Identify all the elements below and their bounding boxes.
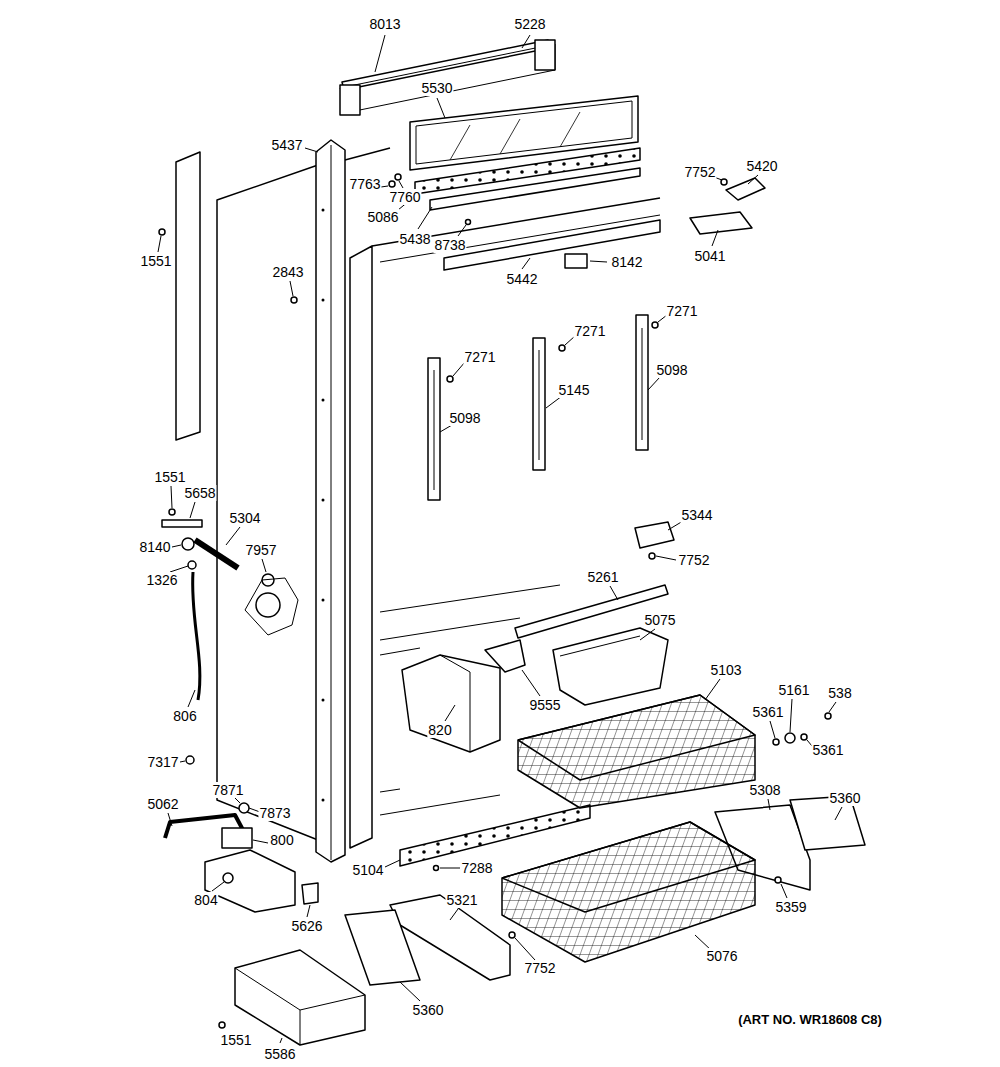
callout-number: 7760 xyxy=(388,189,421,205)
callout-number: 804 xyxy=(193,892,218,908)
callout-number: 1551 xyxy=(153,469,186,485)
callout-number: 7271 xyxy=(463,349,496,365)
callout-number: 8142 xyxy=(610,254,643,270)
callout-number: 7752 xyxy=(523,960,556,976)
callout-number: 9555 xyxy=(528,697,561,713)
callout-number: 5442 xyxy=(505,271,538,287)
callout-number: 5658 xyxy=(183,485,216,501)
leader-lines xyxy=(158,35,842,1043)
callout-number: 7957 xyxy=(244,542,277,558)
callout-number: 7288 xyxy=(460,860,493,876)
callout-number: 5586 xyxy=(263,1046,296,1062)
callout-number: 5437 xyxy=(270,137,303,153)
callout-number: 2843 xyxy=(271,264,304,280)
callout-number: 5103 xyxy=(709,662,742,678)
callout-number: 5062 xyxy=(146,796,179,812)
callout-number: 5104 xyxy=(351,862,384,878)
callout-number: 5086 xyxy=(366,209,399,225)
callout-number: 5098 xyxy=(655,362,688,378)
callout-number: 5145 xyxy=(557,382,590,398)
callout-number: 5075 xyxy=(643,612,676,628)
callout-number: 8738 xyxy=(433,237,466,253)
callout-number: 7752 xyxy=(683,164,716,180)
callout-number: 538 xyxy=(827,685,852,701)
callout-number: 5361 xyxy=(811,742,844,758)
callout-number: 7763 xyxy=(348,176,381,192)
callout-number: 7317 xyxy=(146,754,179,770)
callout-number: 5344 xyxy=(680,507,713,523)
callout-number: 5321 xyxy=(445,892,478,908)
callout-number: 5076 xyxy=(705,948,738,964)
callout-number: 7752 xyxy=(677,552,710,568)
callout-number: 5041 xyxy=(693,248,726,264)
callout-number: 5359 xyxy=(774,899,807,915)
callout-number: 5261 xyxy=(586,569,619,585)
callout-number: 7871 xyxy=(211,782,244,798)
callout-number: 5098 xyxy=(448,410,481,426)
callout-number: 5626 xyxy=(290,918,323,934)
callout-number: 5361 xyxy=(751,704,784,720)
callout-number: 1551 xyxy=(139,253,172,269)
callout-number: 5420 xyxy=(745,158,778,174)
callout-number: 820 xyxy=(427,722,452,738)
callout-number: 5228 xyxy=(513,16,546,32)
callout-number: 5438 xyxy=(398,231,431,247)
callout-number: 5530 xyxy=(420,80,453,96)
callout-number: 8140 xyxy=(138,539,171,555)
callout-number: 5304 xyxy=(228,510,261,526)
callout-number: 8013 xyxy=(368,16,401,32)
callout-number: 800 xyxy=(269,832,294,848)
callout-number: 7271 xyxy=(573,323,606,339)
callout-number: 5308 xyxy=(748,782,781,798)
callout-number: 5360 xyxy=(828,790,861,806)
callout-number: 1551 xyxy=(219,1032,252,1048)
callout-number: 5360 xyxy=(411,1002,444,1018)
callout-number: 5161 xyxy=(777,682,810,698)
callout-number: 7873 xyxy=(258,805,291,821)
callout-number: 7271 xyxy=(665,303,698,319)
callout-number: 806 xyxy=(172,708,197,724)
art-number-note: (ART NO. WR18608 C8) xyxy=(737,1012,883,1028)
callout-number: 1326 xyxy=(145,572,178,588)
